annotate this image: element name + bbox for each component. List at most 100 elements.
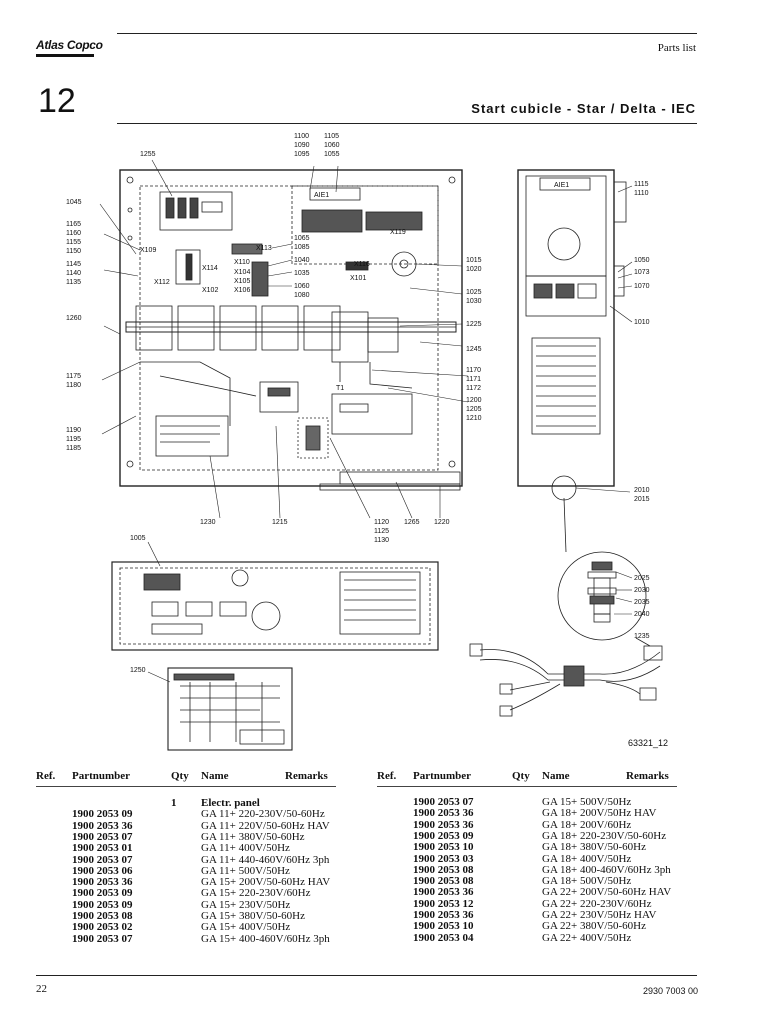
label-x113: X113 bbox=[256, 245, 272, 252]
name-cell: Electr. panel bbox=[201, 797, 260, 809]
col-header-qty: Qty bbox=[171, 770, 189, 782]
callout-1235: 1235 bbox=[634, 633, 650, 640]
callout-1172: 1172 bbox=[466, 385, 481, 392]
callout-1115: 1115 bbox=[634, 181, 649, 188]
part-number-cell: 1900 2053 04 bbox=[413, 931, 474, 944]
section-number: 12 bbox=[38, 82, 76, 120]
wiring-diagram-sheet bbox=[147, 667, 293, 751]
callout-1165: 1165 bbox=[66, 221, 81, 228]
callout-1100: 1100 bbox=[294, 133, 309, 140]
callout-1030: 1030 bbox=[466, 298, 482, 305]
document-type: Parts list bbox=[657, 42, 696, 54]
logo-underline bbox=[36, 54, 94, 57]
callout-1175: 1175 bbox=[66, 373, 81, 380]
main-cabinet bbox=[119, 169, 463, 491]
callout-1010: 1010 bbox=[634, 319, 650, 326]
part-number-cell: 1900 2053 36 bbox=[413, 886, 474, 899]
col-header-ref: Ref. bbox=[377, 770, 397, 782]
callout-1060: 1060 bbox=[324, 142, 340, 149]
name-cell: GA 11+ 500V/50Hz bbox=[201, 864, 290, 877]
section-title: Start cubicle - Star / Delta - IEC bbox=[471, 101, 696, 116]
callout-1200: 1200 bbox=[466, 397, 482, 404]
col-header-remarks: Remarks bbox=[626, 770, 669, 782]
name-cell: GA 22+ 230V/50Hz HAV bbox=[542, 909, 657, 921]
callout-1250: 1250 bbox=[130, 667, 146, 674]
part-number-cell: 1900 2053 07 bbox=[72, 830, 133, 843]
col-header-qty: Qty bbox=[512, 770, 530, 782]
part-number-cell: 1900 2053 09 bbox=[72, 898, 133, 911]
col-header-partnumber: Partnumber bbox=[72, 770, 131, 782]
label-x101: X101 bbox=[350, 275, 366, 282]
callout-1225: 1225 bbox=[466, 321, 482, 328]
callout-leaders-side bbox=[575, 185, 633, 493]
callout-1073: 1073 bbox=[634, 269, 650, 276]
callout-1260: 1260 bbox=[66, 315, 82, 322]
part-number-cell: 1900 2053 10 bbox=[413, 841, 474, 854]
callout-1130: 1130 bbox=[374, 537, 389, 544]
callout-1060b: 1060 bbox=[294, 283, 310, 290]
callout-1190: 1190 bbox=[66, 427, 81, 434]
part-number-cell: 1900 2053 36 bbox=[72, 819, 133, 832]
exploded-parts-diagram: 1255 1100 1090 1095 1105 1060 1055 1045 … bbox=[66, 133, 663, 751]
callout-1015: 1015 bbox=[466, 257, 482, 264]
callout-leaders-gland bbox=[614, 571, 633, 615]
callout-1105: 1105 bbox=[324, 133, 339, 140]
part-number-cell: 1900 2053 09 bbox=[72, 808, 133, 821]
part-number-cell: 1900 2053 06 bbox=[72, 864, 133, 877]
name-cell: GA 22+ 220-230V/60Hz bbox=[542, 897, 652, 910]
callout-1120: 1120 bbox=[374, 519, 389, 526]
label-t1: T1 bbox=[336, 385, 344, 392]
label-x106: X106 bbox=[234, 287, 250, 294]
name-cell: GA 11+ 220V/50-60Hz HAV bbox=[201, 819, 330, 832]
name-cell: GA 11+ 440-460V/60Hz 3ph bbox=[201, 853, 330, 866]
part-number-cell: 1900 2053 36 bbox=[413, 909, 474, 921]
label-x109: X109 bbox=[140, 247, 156, 254]
callout-1230: 1230 bbox=[200, 519, 216, 526]
part-number-cell: 1900 2053 36 bbox=[72, 876, 133, 889]
callout-2010: 2010 bbox=[634, 487, 650, 494]
name-cell: GA 18+ 400-460V/60Hz 3ph bbox=[542, 863, 671, 876]
name-cell: GA 15+ 400-460V/60Hz 3ph bbox=[201, 932, 330, 945]
side-view-cabinet bbox=[517, 169, 627, 501]
header-rule bbox=[117, 33, 697, 34]
name-cell: GA 18+ 400V/50Hz bbox=[542, 852, 632, 865]
name-cell: GA 11+ 220-230V/50-60Hz bbox=[201, 808, 325, 821]
brand-logo: Atlas Copco bbox=[36, 38, 103, 52]
callout-1090: 1090 bbox=[294, 142, 310, 149]
callout-2040: 2040 bbox=[634, 611, 650, 618]
name-cell: GA 22+ 380V/50-60Hz bbox=[542, 920, 646, 933]
part-number-cell: 1900 2053 08 bbox=[413, 863, 474, 876]
name-cell: GA 18+ 500V/50Hz bbox=[542, 875, 632, 888]
name-cell: GA 15+ 500V/50Hz bbox=[542, 796, 632, 808]
callout-1210: 1210 bbox=[466, 415, 482, 422]
col-header-ref: Ref. bbox=[36, 770, 56, 782]
name-cell: GA 15+ 230V/50Hz bbox=[201, 898, 291, 911]
part-number-cell: 1900 2053 36 bbox=[413, 818, 474, 831]
page-number: 22 bbox=[36, 983, 47, 995]
part-number-cell: 1900 2053 02 bbox=[72, 921, 133, 934]
name-cell: GA 22+ 200V/50-60Hz HAV bbox=[542, 886, 672, 899]
part-number-cell: 1900 2053 03 bbox=[413, 852, 474, 865]
label-x110: X110 bbox=[234, 259, 250, 266]
callout-2030: 2030 bbox=[634, 587, 650, 594]
callout-1080: 1080 bbox=[294, 292, 310, 299]
part-number-cell: 1900 2053 07 bbox=[72, 932, 133, 945]
col-header-name: Name bbox=[542, 770, 570, 782]
label-x114: X114 bbox=[202, 265, 218, 272]
figure-number: 63321_12 bbox=[628, 738, 669, 748]
callout-1085: 1085 bbox=[294, 244, 310, 251]
table-header-rule bbox=[36, 786, 336, 787]
name-cell: GA 15+ 200V/50-60Hz HAV bbox=[201, 876, 331, 889]
document-number: 2930 7003 00 bbox=[642, 986, 698, 996]
callout-labels: 1255 1100 1090 1095 1105 1060 1055 1045 … bbox=[66, 133, 650, 674]
name-cell: GA 18+ 200V/60Hz bbox=[542, 818, 632, 831]
callout-1265: 1265 bbox=[404, 519, 420, 526]
label-x104: X104 bbox=[234, 269, 250, 276]
col-header-partnumber: Partnumber bbox=[413, 770, 472, 782]
name-cell: GA 18+ 200V/50Hz HAV bbox=[542, 807, 657, 820]
callout-1045: 1045 bbox=[66, 199, 82, 206]
name-cell: GA 18+ 220-230V/50-60Hz bbox=[542, 829, 667, 842]
name-cell: GA 11+ 380V/50-60Hz bbox=[201, 830, 305, 843]
callout-1245: 1245 bbox=[466, 346, 482, 353]
callout-2025: 2025 bbox=[634, 575, 650, 582]
